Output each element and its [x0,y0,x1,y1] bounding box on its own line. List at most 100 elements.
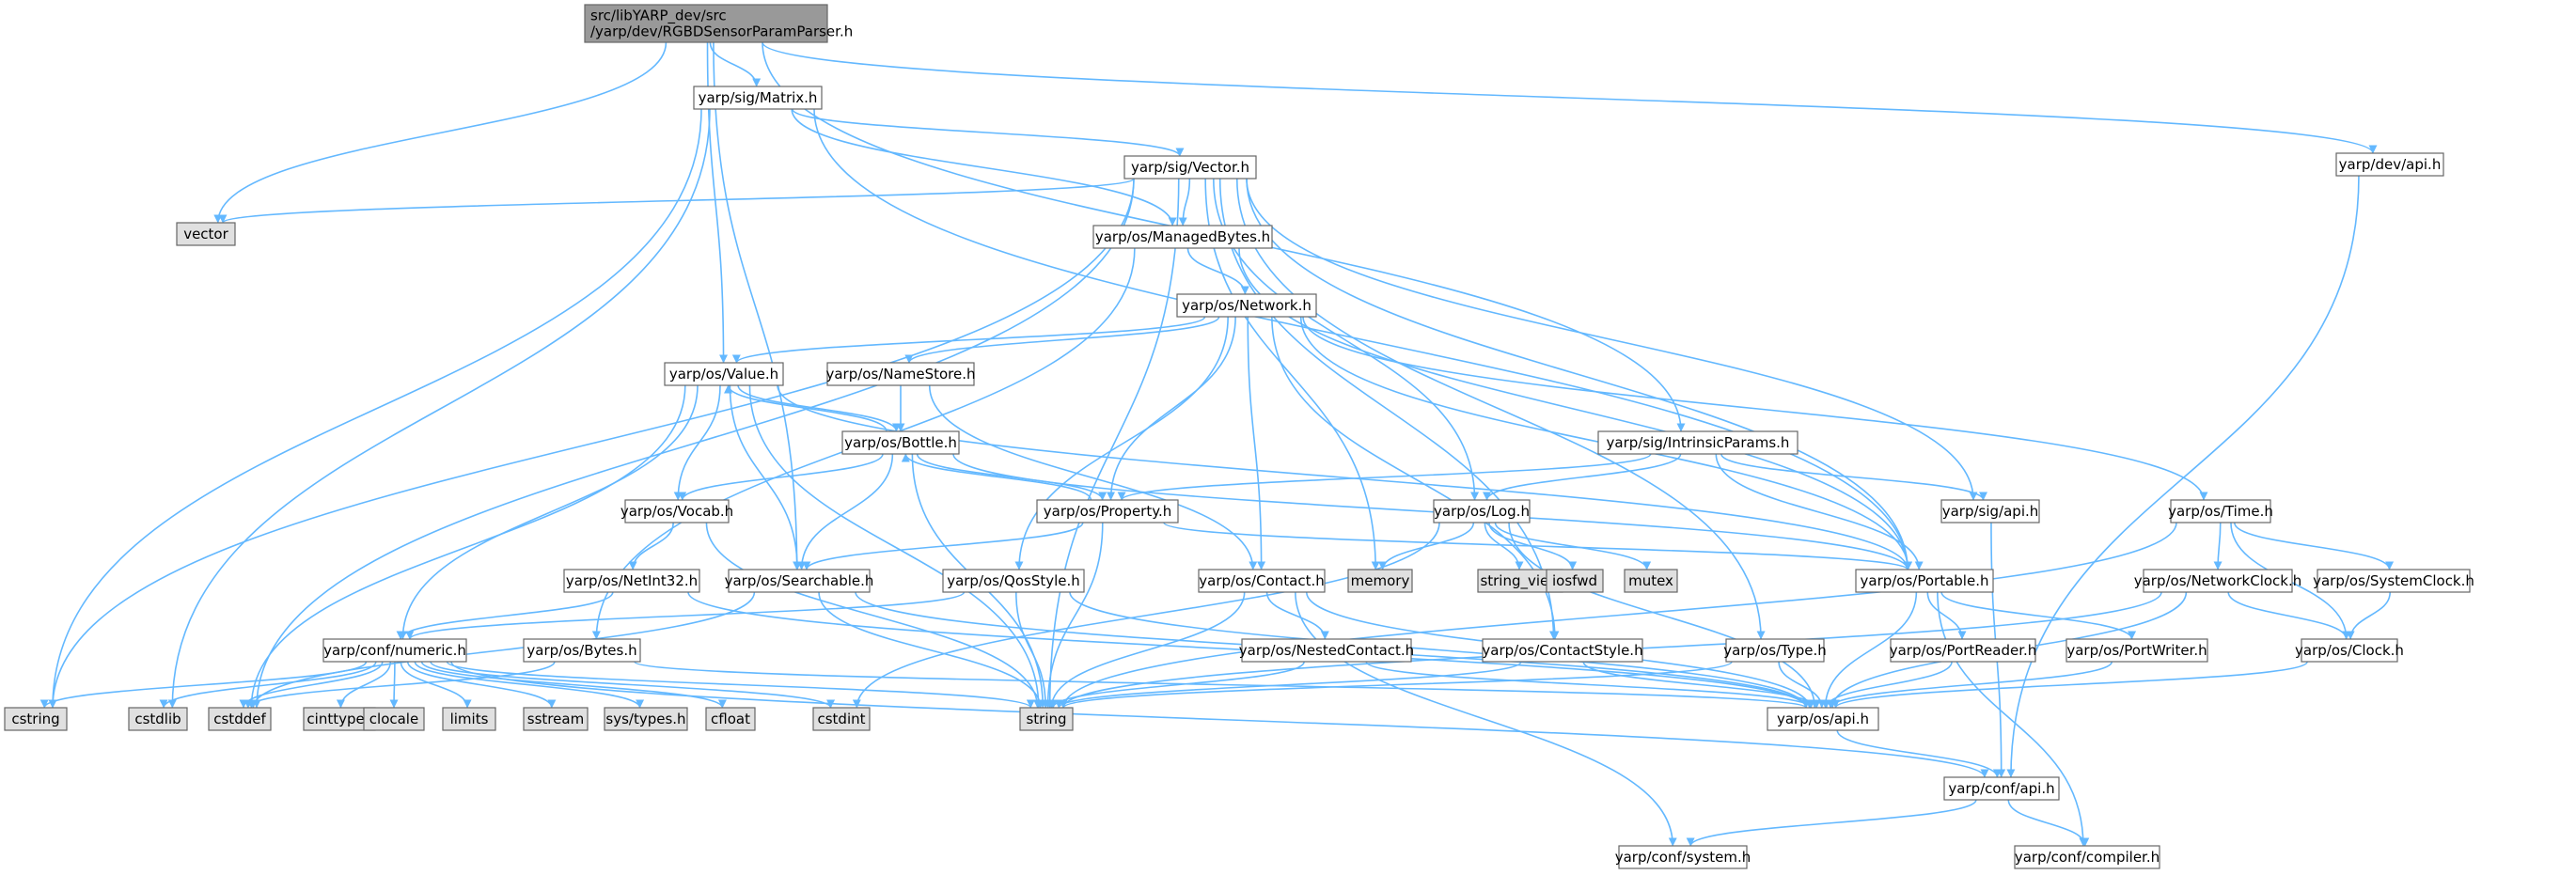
edge-numeric-to-limits [400,661,472,709]
node-osapi[interactable]: yarp/os/api.h [1767,707,1879,731]
node-box [2066,638,2208,663]
node-label: yarp/sig/Matrix.h [699,89,818,106]
node-label: yarp/os/ContactStyle.h [1482,642,1642,659]
node-portable[interactable]: yarp/os/Portable.h [1855,569,1994,593]
edge-property-to-bottle [901,453,1092,501]
node-contactstyle[interactable]: yarp/os/ContactStyle.h [1482,638,1643,663]
node-box [1482,638,1643,663]
edge-time-to-string [1059,522,2177,709]
node-memory: memory [1347,569,1413,593]
edge-vocab-to-string [705,522,1043,709]
node-log[interactable]: yarp/os/Log.h [1433,499,1531,523]
node-label: yarp/os/Log.h [1434,503,1530,520]
edge-log-to-cstdint [852,522,1440,709]
node-intrinsic[interactable]: yarp/sig/IntrinsicParams.h [1597,430,1798,455]
node-box [624,499,730,523]
node-matrix[interactable]: yarp/sig/Matrix.h [693,86,823,110]
node-label: limits [450,711,489,727]
node-managedbytes[interactable]: yarp/os/ManagedBytes.h [1092,225,1273,249]
edge-managedbytes-to-network [1186,247,1249,295]
edge-vector_h-to-cstddef [252,178,1135,709]
node-label: yarp/os/Network.h [1182,297,1312,314]
node-confcompiler[interactable]: yarp/conf/compiler.h [2014,845,2160,869]
edge-vector_h-to-type [1235,178,1766,640]
edge-osapi-to-confapi [1836,729,2002,778]
node-label: yarp/os/NameStore.h [825,366,975,383]
node-label: yarp/os/NetworkClock.h [2134,572,2302,589]
node-box [1176,293,1317,318]
node-numeric[interactable]: yarp/conf/numeric.h [322,638,467,663]
edge-numeric-to-confapi [450,661,1989,778]
node-type[interactable]: yarp/os/Type.h [1723,638,1827,663]
edge-portwriter-to-osapi [1826,661,2113,709]
node-systemclock[interactable]: yarp/os/SystemClock.h [2313,569,2474,593]
node-contact[interactable]: yarp/os/Contact.h [1198,569,1326,593]
node-label: string_view [1480,572,1560,590]
node-box [2301,638,2398,663]
edge-value-to-vocab [673,384,721,501]
node-box [1019,707,1074,731]
node-box [942,569,1085,593]
edge-bytes-to-osapi [634,661,1811,709]
node-portwriter[interactable]: yarp/os/PortWriter.h [2066,638,2208,663]
node-box [1546,569,1604,593]
node-netint32[interactable]: yarp/os/NetInt32.h [563,569,700,593]
node-value[interactable]: yarp/os/Value.h [664,362,784,386]
node-box [1624,569,1678,593]
edge-network-to-time [1302,316,2208,501]
edge-vector_h-to-contactstyle [1218,178,1558,640]
edge-confapi-to-confcompiler [2007,799,2090,847]
node-bytes[interactable]: yarp/os/Bytes.h [523,638,641,663]
edge-value-to-bottle [737,384,901,432]
edge-matrix-to-portable [813,108,1912,570]
node-namestore[interactable]: yarp/os/NameStore.h [825,362,976,386]
edge-numeric-to-cstdlib [159,661,377,709]
edge-property-to-searchable [802,522,1084,570]
node-root[interactable]: src/libYARP_dev/src/yarp/dev/RGBDSensorP… [584,4,853,43]
node-nestedcontact[interactable]: yarp/os/NestedContact.h [1239,638,1414,663]
node-label: yarp/os/Clock.h [2295,642,2404,659]
node-vector_h[interactable]: yarp/sig/Vector.h [1123,155,1257,180]
edge-numeric-to-sstream [406,661,557,709]
edge-bottle-to-value [724,384,887,432]
node-devapi[interactable]: yarp/dev/api.h [2335,152,2444,177]
edge-vector_h-to-vector [218,178,1135,224]
edge-log-to-mutex [1494,522,1652,570]
node-box [826,362,975,386]
node-box [523,638,641,663]
node-label: cstring [11,711,59,727]
node-network[interactable]: yarp/os/Network.h [1176,293,1317,318]
edge-contactstyle-to-osapi [1582,661,1821,709]
node-box [1433,499,1531,523]
node-portreader[interactable]: yarp/os/PortReader.h [1890,638,2037,663]
node-sigapi[interactable]: yarp/sig/api.h [1940,499,2040,523]
node-box [604,707,688,731]
node-label: yarp/os/SystemClock.h [2313,572,2474,589]
node-clock[interactable]: yarp/os/Clock.h [2295,638,2404,663]
node-time[interactable]: yarp/os/Time.h [2168,499,2273,523]
node-bottle[interactable]: yarp/os/Bottle.h [841,430,960,455]
edge-intrinsic-to-log [1483,453,1682,501]
edge-contact-to-confsystem [1295,591,1677,847]
node-label: yarp/conf/compiler.h [2015,849,2160,866]
node-networkclock[interactable]: yarp/os/NetworkClock.h [2134,569,2302,593]
node-label: yarp/os/Portable.h [1861,572,1989,589]
node-iosfwd: iosfwd [1546,569,1604,593]
node-label: cfloat [711,711,750,727]
node-confapi[interactable]: yarp/conf/api.h [1943,776,2060,801]
node-label: cstdlib [134,711,181,727]
node-searchable[interactable]: yarp/os/Searchable.h [725,569,874,593]
edge-numeric-to-cfloat [420,661,727,709]
node-qosstyle[interactable]: yarp/os/QosStyle.h [942,569,1085,593]
node-limits: limits [442,707,496,731]
node-confsystem[interactable]: yarp/conf/system.h [1615,845,1751,869]
node-vocab[interactable]: yarp/os/Vocab.h [620,499,733,523]
node-label: yarp/os/NestedContact.h [1239,642,1414,659]
node-sstream: sstream [523,707,589,731]
node-cfloat: cfloat [705,707,756,731]
node-label: cinttypes [306,711,371,727]
edge-namestore-to-contact [928,384,1258,570]
node-property[interactable]: yarp/os/Property.h [1036,499,1179,523]
node-box [1092,225,1273,249]
